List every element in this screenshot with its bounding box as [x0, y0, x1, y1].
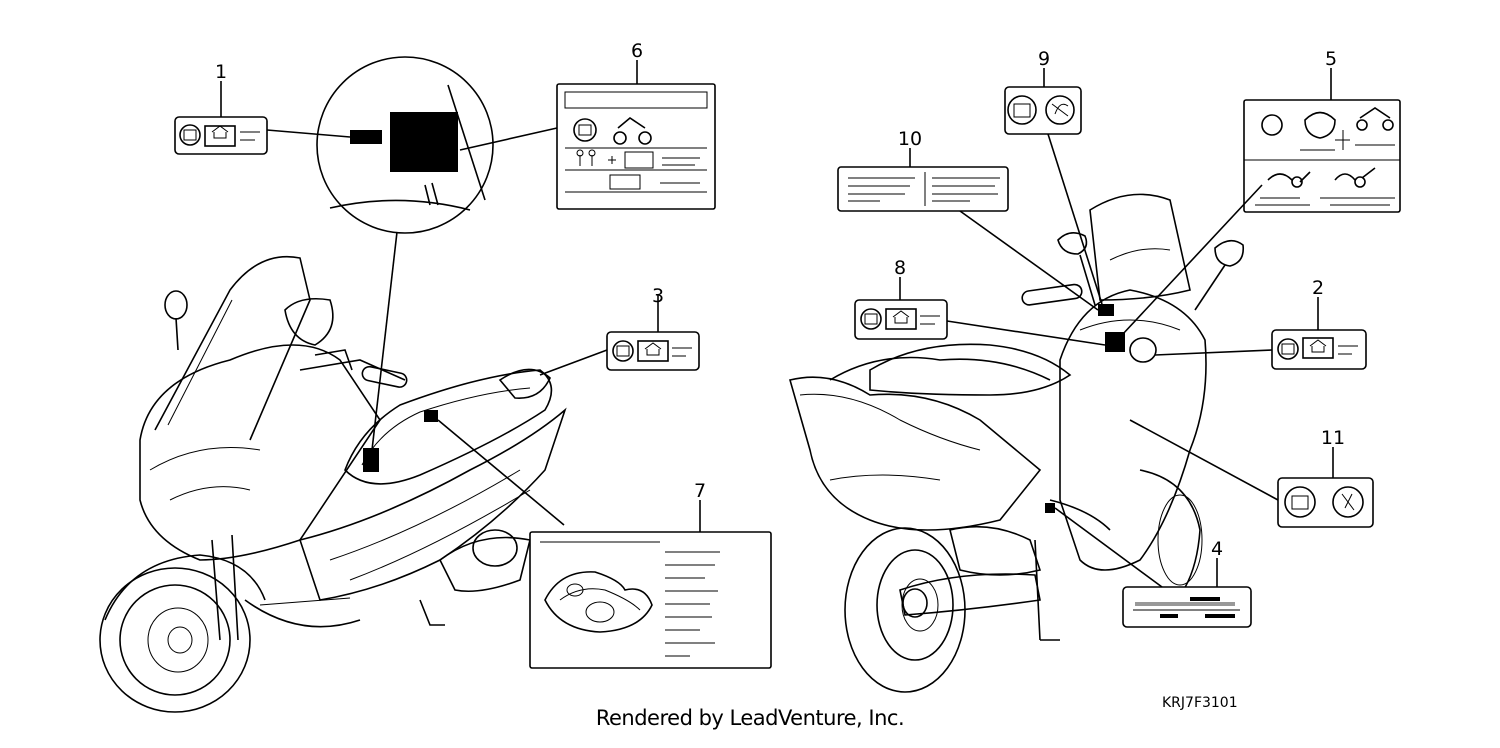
callout-4: 4: [1211, 538, 1223, 560]
label-1: [174, 116, 268, 155]
callout-11: 11: [1321, 427, 1345, 449]
label-8: [854, 299, 948, 340]
callout-3: 3: [652, 285, 664, 307]
label-5: [1243, 99, 1401, 213]
callout-1: 1: [215, 61, 227, 83]
detail-magnifier: [316, 56, 494, 451]
callout-6: 6: [631, 40, 643, 62]
callout-numbers: 1 2 3 4 5 6 7 8 9 10 11: [215, 40, 1345, 560]
label-7: [529, 531, 772, 669]
scooter-right-view: [789, 193, 1245, 693]
diagram-code: KRJ7F3101: [1162, 695, 1238, 711]
callout-9: 9: [1038, 48, 1050, 70]
callout-10: 10: [898, 128, 922, 150]
label-11: [1277, 477, 1374, 528]
label-3: [606, 331, 700, 371]
callout-7: 7: [694, 480, 706, 502]
label-10: [837, 166, 1009, 212]
label-6: [556, 83, 716, 210]
label-4: [1122, 586, 1252, 628]
label-9: [1004, 86, 1082, 135]
callout-5: 5: [1325, 48, 1337, 70]
footer-credit: Rendered by LeadVenture, Inc.: [595, 706, 905, 730]
leader-lines: [220, 60, 1334, 588]
label-2: [1271, 329, 1367, 370]
callout-8: 8: [894, 257, 906, 279]
scooter-left-view: [99, 255, 567, 713]
callout-2: 2: [1312, 277, 1324, 299]
